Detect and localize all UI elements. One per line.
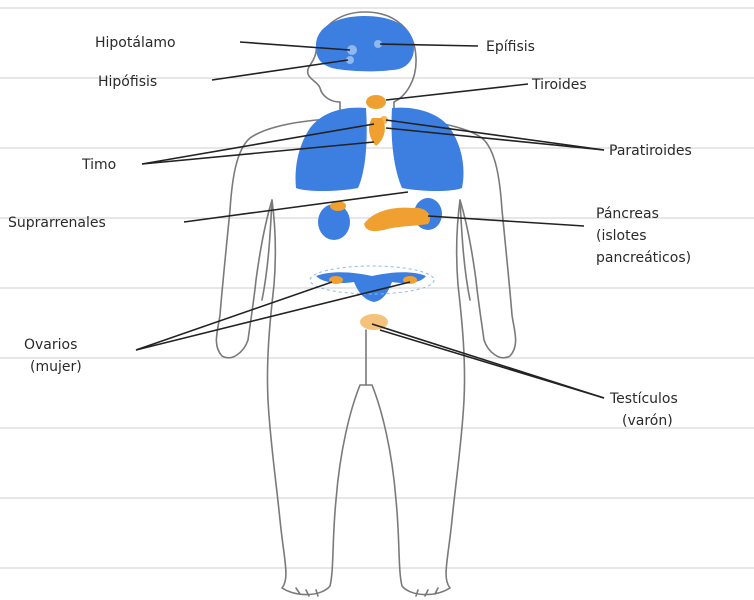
organs xyxy=(296,16,464,330)
label-hipotalamo: Hipotálamo xyxy=(95,35,176,51)
pancreas-shape xyxy=(364,208,430,231)
leader-testiculos-2 xyxy=(380,330,604,398)
label-ovarios-line1: Ovarios xyxy=(24,337,77,353)
label-suprarrenales: Suprarrenales xyxy=(8,215,106,231)
right-lung-shape xyxy=(391,108,463,191)
leader-hipofisis xyxy=(212,60,348,80)
thyroid-shape xyxy=(366,95,386,109)
label-epifisis: Epífisis xyxy=(486,39,535,55)
label-pancreas-line3: pancreáticos) xyxy=(596,250,691,266)
left-lung-shape xyxy=(296,108,367,191)
label-tiroides: Tiroides xyxy=(531,77,587,93)
label-pancreas-line1: Páncreas xyxy=(596,206,659,222)
labels: Hipotálamo Hipófisis Epífisis Tiroides T… xyxy=(8,35,692,429)
leader-ovarios-1 xyxy=(136,282,332,350)
leader-tiroides xyxy=(386,84,528,100)
label-ovarios-line2: (mujer) xyxy=(30,359,82,375)
body-outline xyxy=(216,12,515,596)
label-pancreas-line2: (islotes xyxy=(596,228,647,244)
label-testiculos-line2: (varón) xyxy=(622,413,673,429)
label-hipofisis: Hipófisis xyxy=(98,74,157,90)
label-paratiroides: Paratiroides xyxy=(609,143,692,159)
label-testiculos-line1: Testículos xyxy=(609,391,678,407)
label-timo: Timo xyxy=(81,157,116,173)
